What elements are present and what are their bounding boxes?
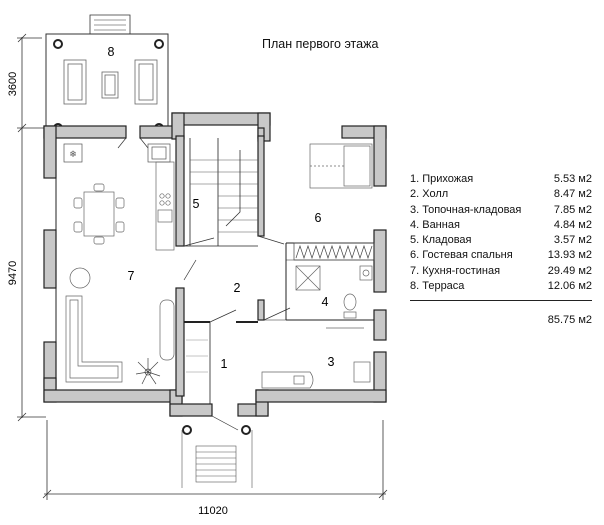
legend-area: 3.57 м2 (553, 234, 592, 247)
toilet-icon (343, 265, 373, 319)
dining-table-icon (69, 183, 125, 289)
legend-label: 8. Терраса (410, 280, 465, 293)
legend-label: 6. Гостевая спальня (410, 249, 513, 262)
room-number-6: 6 (315, 211, 322, 225)
legend-area: 12.06 м2 (547, 280, 592, 293)
legend-area: 4.84 м2 (553, 218, 592, 231)
legend-divider (410, 300, 592, 302)
plan-title: План первого этажа (262, 37, 379, 51)
dim-house-depth: 9470 (7, 261, 19, 285)
legend-area: 5.53 м2 (553, 173, 592, 185)
legend-row: 8. Терраса 12.06 м2 (410, 279, 592, 294)
legend-row: 7. Кухня-гостиная 29.49 м2 (410, 264, 592, 279)
shower-icon (295, 265, 321, 291)
room-number-8: 8 (108, 45, 115, 59)
room-legend: 1. Прихожая 5.53 м2 2. Холл 8.47 м2 3. Топ… (410, 172, 592, 328)
legend-area: 8.47 м2 (553, 188, 592, 201)
legend-row: 5. Кладовая 3.57 м2 (410, 233, 592, 248)
dim-house-width: 11020 (198, 505, 228, 517)
boiler-icon (261, 327, 371, 389)
legend-label: 3. Топочная-кладовая (410, 203, 522, 216)
plant-icon (135, 358, 161, 385)
total-area: 85.75 м2 (547, 314, 592, 327)
legend-area: 7.85 м2 (553, 203, 592, 216)
dim-terrace-depth: 3600 (7, 72, 19, 96)
room-number-2: 2 (234, 281, 241, 295)
wall-hatching (186, 339, 208, 373)
sink-icon (147, 143, 171, 163)
kitchen-counter (155, 161, 175, 251)
door-swings (117, 137, 291, 431)
wardrobe (293, 242, 375, 261)
legend-label: 5. Кладовая (410, 234, 472, 247)
terrace (45, 14, 169, 126)
sofa-icon (63, 59, 158, 105)
legend-row: 3. Топочная-кладовая 7.85 м2 (410, 203, 592, 218)
legend-row: 4. Ванная 4.84 м2 (410, 218, 592, 233)
room-number-3: 3 (328, 355, 335, 369)
svg-text:❄: ❄ (69, 149, 77, 159)
legend-label: 4. Ванная (410, 218, 460, 231)
partitions (55, 138, 374, 404)
legend-area: 29.49 м2 (547, 264, 592, 277)
legend-label: 1. Прихожая (410, 173, 474, 185)
dimension-lines (17, 33, 388, 500)
column-icon (53, 39, 251, 435)
legend-label: 2. Холл (410, 188, 449, 201)
room-number-4: 4 (322, 295, 329, 309)
legend-total: 85.75 м2 (410, 312, 592, 328)
stove-icon: ❄ (63, 143, 83, 163)
bed-icon (309, 143, 373, 189)
legend-area: 13.93 м2 (547, 249, 592, 262)
legend-label: 7. Кухня-гостиная (410, 264, 501, 277)
stairs-icon (181, 150, 258, 488)
room-number-5: 5 (193, 197, 200, 211)
room-number-7: 7 (128, 269, 135, 283)
walls (43, 112, 387, 417)
legend-row: 1. Прихожая 5.53 м2 (410, 172, 592, 187)
room-number-1: 1 (221, 357, 228, 371)
legend-row: 6. Гостевая спальня 13.93 м2 (410, 248, 592, 263)
legend-row: 2. Холл 8.47 м2 (410, 187, 592, 202)
sofa-icon (65, 295, 175, 383)
